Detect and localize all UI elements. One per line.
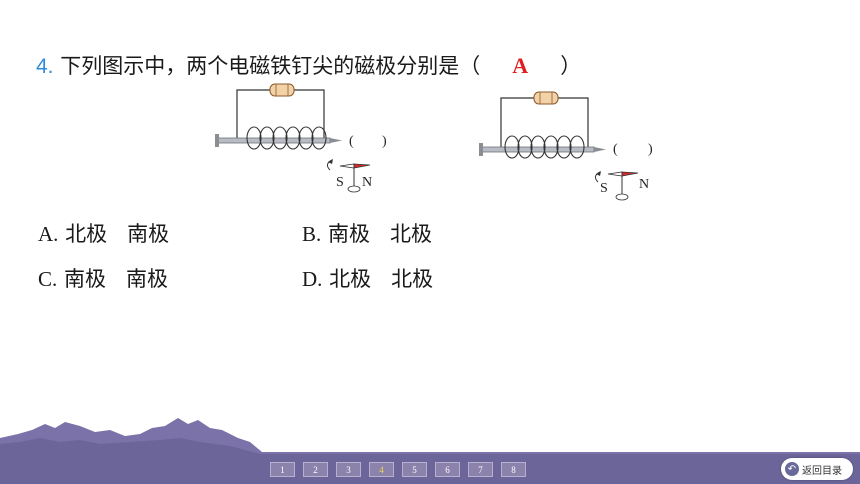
pager: 1 2 3 4 5 6 7 8 xyxy=(270,462,526,477)
compass-icon xyxy=(594,171,639,201)
question-close-paren: ） xyxy=(560,54,582,78)
page-button-2[interactable]: 2 xyxy=(303,462,328,477)
back-button-label: 返回目录 xyxy=(802,465,842,477)
option-c[interactable]: C. 南极南极 xyxy=(38,267,168,291)
nail-head xyxy=(215,134,219,147)
paren-left: ( xyxy=(349,134,354,149)
nail-body xyxy=(481,146,595,153)
compass-s-label: S xyxy=(336,175,344,190)
question-text: 4. 下列图示中，两个电磁铁钉尖的磁极分别是（ A ） xyxy=(36,50,581,80)
page-button-5[interactable]: 5 xyxy=(402,462,427,477)
electromagnet-diagram-left: ( ) S N xyxy=(215,83,387,193)
nail-head xyxy=(479,143,483,156)
compass-s-label: S xyxy=(600,181,608,196)
electromagnet-diagram-right: ( ) S N xyxy=(479,91,653,201)
page-button-1[interactable]: 1 xyxy=(270,462,295,477)
coil xyxy=(504,135,585,159)
compass-n-label: N xyxy=(639,177,649,192)
coil xyxy=(246,126,327,150)
nail-tip xyxy=(594,147,606,152)
option-b[interactable]: B. 南极北极 xyxy=(302,222,432,246)
resistor-icon xyxy=(533,91,559,105)
option-c-first: 南极 xyxy=(63,267,106,291)
option-d-second: 北极 xyxy=(391,267,434,291)
page-button-3[interactable]: 3 xyxy=(336,462,361,477)
option-a-first: 北极 xyxy=(65,222,108,246)
nail-tip xyxy=(330,138,342,143)
page-button-7[interactable]: 7 xyxy=(468,462,493,477)
paren-right: ) xyxy=(648,142,653,157)
paren-left: ( xyxy=(613,142,618,157)
option-a-second: 南极 xyxy=(127,222,170,246)
question-number: 4. xyxy=(36,55,54,78)
question-stem: 下列图示中，两个电磁铁钉尖的磁极分别是（ xyxy=(60,54,481,78)
back-arrow-icon: ↶ xyxy=(785,462,799,476)
option-d-first: 北极 xyxy=(329,267,372,291)
page-button-4[interactable]: 4 xyxy=(369,462,394,477)
compass-n-label: N xyxy=(362,175,372,190)
resistor-icon xyxy=(269,83,295,97)
paren-right: ) xyxy=(382,134,387,149)
option-c-second: 南极 xyxy=(125,267,168,291)
back-to-contents-button[interactable]: ↶ 返回目录 xyxy=(781,458,853,480)
page-button-6[interactable]: 6 xyxy=(435,462,460,477)
option-b-second: 北极 xyxy=(389,222,432,246)
compass-icon xyxy=(326,159,371,193)
page-button-8[interactable]: 8 xyxy=(501,462,526,477)
option-a[interactable]: A. 北极南极 xyxy=(38,222,170,246)
footer-mountains xyxy=(0,418,860,484)
option-b-first: 南极 xyxy=(327,222,370,246)
answer-mark: A xyxy=(512,53,529,78)
option-d[interactable]: D. 北极北极 xyxy=(302,267,434,291)
